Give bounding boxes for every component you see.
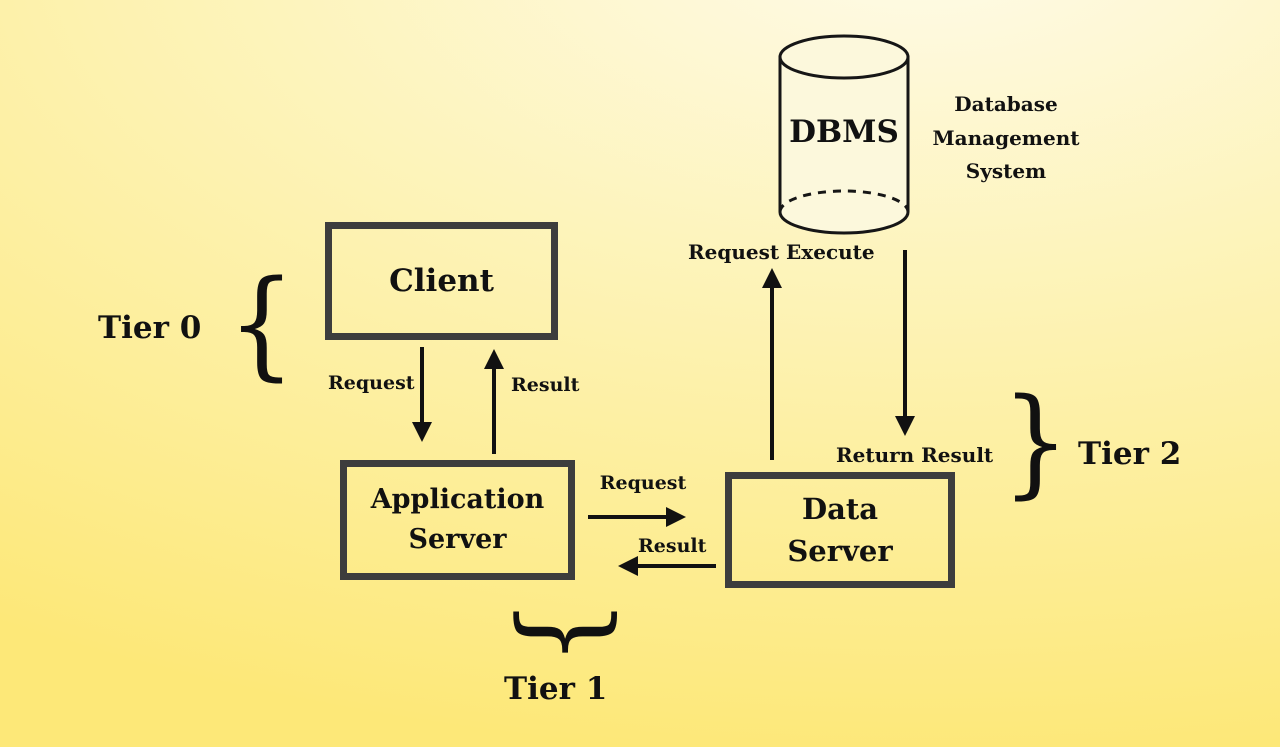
tier1-brace-icon: { xyxy=(495,598,626,666)
data-server-label-line2: Server xyxy=(787,534,893,568)
data-server-node: Data Server xyxy=(725,472,955,588)
application-server-node: Application Server xyxy=(340,460,575,580)
cylinder-top-ellipse xyxy=(778,34,910,80)
client-label: Client xyxy=(389,263,494,299)
dbms-caption: Database Management System xyxy=(928,88,1084,189)
data-server-label-line1: Data xyxy=(801,491,879,526)
return-result-label: Return Result xyxy=(836,443,994,467)
dbms-caption-line1: Database xyxy=(954,92,1058,116)
request-label-client-to-app: Request xyxy=(328,372,415,394)
tier2-brace-icon: } xyxy=(1001,372,1070,510)
request-execute-label: Request Execute xyxy=(688,240,875,264)
application-server-label-line1: Application xyxy=(370,483,545,515)
application-server-label-line2: Server xyxy=(408,524,507,555)
cylinder-bottom-dashed-arc xyxy=(778,189,910,213)
tier0-brace-icon: { xyxy=(227,254,296,392)
tier0-label: Tier 0 xyxy=(98,310,202,346)
request-label-app-to-data: Request xyxy=(599,472,687,494)
client-node: Client xyxy=(325,222,558,340)
result-label-data-to-app: Result xyxy=(638,535,707,557)
dbms-caption-line3: System xyxy=(965,159,1047,184)
result-label-app-to-client: Result xyxy=(511,374,580,396)
tier2-label: Tier 2 xyxy=(1078,436,1182,472)
dbms-label: DBMS xyxy=(789,114,899,150)
dbms-caption-line2: Management xyxy=(932,125,1080,150)
tier1-label: Tier 1 xyxy=(504,671,608,707)
